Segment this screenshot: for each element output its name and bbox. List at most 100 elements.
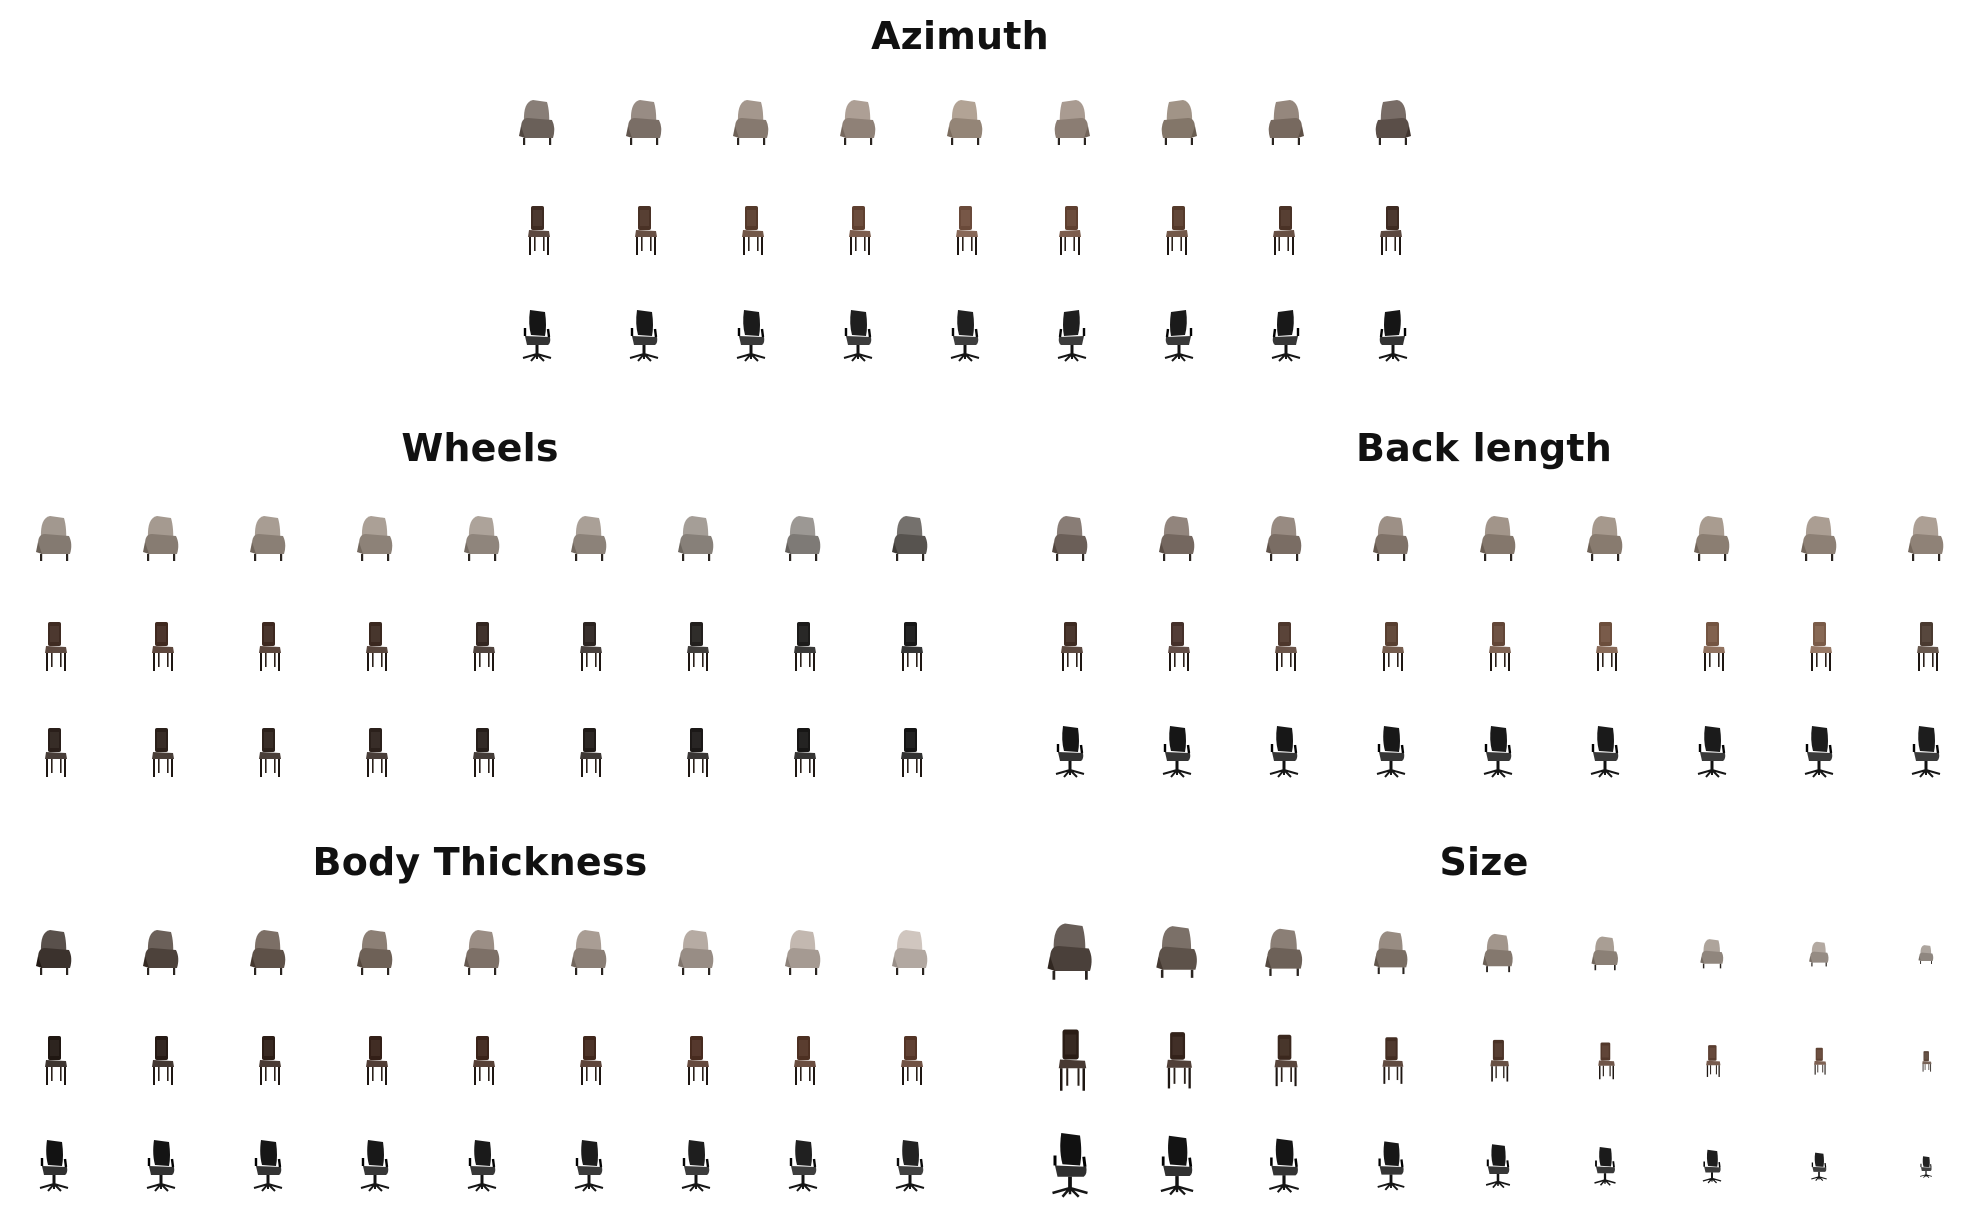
chair-thumbnail [1375, 100, 1411, 145]
chair-thumbnail [1480, 516, 1516, 561]
chair-thumbnail [1373, 931, 1408, 975]
panel-title: Size [1439, 840, 1529, 884]
chair-thumbnail [1810, 622, 1832, 671]
chair-thumbnail [580, 728, 602, 777]
chair-thumbnail [1591, 936, 1618, 971]
chair-thumbnail [849, 206, 871, 255]
chair-thumbnail [794, 728, 816, 777]
chair-thumbnail [1700, 939, 1724, 969]
chair-thumbnail [1055, 726, 1085, 778]
chair-thumbnail [1268, 100, 1304, 145]
chair-thumbnail [1590, 726, 1620, 778]
chair-grid-body-thickness [0, 824, 960, 1214]
chair-thumbnail [678, 930, 714, 975]
chair-thumbnail [250, 516, 286, 561]
chair-thumbnail [45, 728, 67, 777]
chair-thumbnail [1382, 622, 1404, 671]
chair-thumbnail [1052, 516, 1088, 561]
chair-thumbnail [464, 930, 500, 975]
chair-thumbnail [1485, 1144, 1511, 1189]
chair-thumbnail [473, 622, 495, 671]
chair-thumbnail [259, 728, 281, 777]
chair-thumbnail [1382, 1037, 1404, 1084]
chair-thumbnail [1483, 726, 1513, 778]
chair-thumbnail [1917, 622, 1939, 671]
chair-thumbnail [1271, 310, 1301, 362]
chair-thumbnail [947, 100, 983, 145]
chair-grid-size [1004, 824, 1964, 1214]
chair-thumbnail [1380, 206, 1402, 255]
chair-thumbnail [794, 1036, 816, 1085]
chair-thumbnail [1587, 516, 1623, 561]
chair-thumbnail [1373, 516, 1409, 561]
chair-thumbnail [1160, 1135, 1194, 1196]
chair-thumbnail [522, 310, 552, 362]
chair-thumbnail [1269, 1138, 1299, 1193]
chair-thumbnail [895, 1140, 925, 1192]
chair-thumbnail [250, 930, 286, 975]
chair-thumbnail [794, 622, 816, 671]
chair-thumbnail [788, 1140, 818, 1192]
chair-thumbnail [143, 930, 179, 975]
chair-thumbnail [1804, 726, 1834, 778]
chair-thumbnail [366, 728, 388, 777]
chair-thumbnail [736, 310, 766, 362]
chair-thumbnail [1801, 516, 1837, 561]
chair-thumbnail [1703, 622, 1725, 671]
chair-thumbnail [687, 728, 709, 777]
panel-wheels: Wheels [0, 410, 960, 810]
chair-thumbnail [1275, 622, 1297, 671]
chair-thumbnail [742, 206, 764, 255]
panel-body-thickness: Body Thickness [0, 824, 960, 1214]
panel-title: Back length [1355, 426, 1613, 470]
chair-thumbnail [1596, 622, 1618, 671]
chair-thumbnail [1377, 1141, 1405, 1191]
chair-grid-azimuth [480, 0, 1440, 400]
chair-thumbnail [467, 1140, 497, 1192]
chair-thumbnail [635, 206, 657, 255]
chair-thumbnail [528, 206, 550, 255]
chair-thumbnail [1694, 516, 1730, 561]
chair-thumbnail [892, 516, 928, 561]
chair-thumbnail [259, 622, 281, 671]
chair-thumbnail [1482, 933, 1513, 973]
chair-thumbnail [1058, 1029, 1087, 1091]
chair-thumbnail [1166, 206, 1188, 255]
chair-thumbnail [1697, 726, 1727, 778]
chair-thumbnail [901, 728, 923, 777]
chair-thumbnail [1702, 1149, 1722, 1184]
chair-thumbnail [152, 728, 174, 777]
panel-title: Wheels [401, 426, 559, 470]
chair-thumbnail [1598, 1042, 1615, 1080]
chair-thumbnail [1047, 923, 1092, 980]
chair-thumbnail [843, 310, 873, 362]
chair-thumbnail [1814, 1047, 1827, 1075]
chair-thumbnail [1594, 1147, 1616, 1186]
chair-thumbnail [1273, 206, 1295, 255]
chair-thumbnail [1162, 726, 1192, 778]
chair-thumbnail [580, 622, 602, 671]
chair-thumbnail [366, 1036, 388, 1085]
chair-thumbnail [473, 728, 495, 777]
chair-thumbnail [259, 1036, 281, 1085]
chair-thumbnail [45, 622, 67, 671]
chair-thumbnail [1908, 516, 1944, 561]
chair-thumbnail [1059, 206, 1081, 255]
chair-thumbnail [1918, 945, 1934, 964]
chair-thumbnail [1922, 1051, 1932, 1072]
chair-thumbnail [901, 1036, 923, 1085]
chair-thumbnail [785, 930, 821, 975]
chair-thumbnail [1489, 622, 1511, 671]
chair-thumbnail [36, 516, 72, 561]
chair-thumbnail [152, 622, 174, 671]
chair-thumbnail [580, 1036, 602, 1085]
chair-thumbnail [840, 100, 876, 145]
chair-thumbnail [152, 1036, 174, 1085]
chair-thumbnail [1706, 1045, 1721, 1077]
chair-thumbnail [1166, 1032, 1192, 1089]
chair-thumbnail [681, 1140, 711, 1192]
chair-thumbnail [1274, 1034, 1298, 1087]
chair-thumbnail [1265, 928, 1303, 976]
chair-thumbnail [901, 622, 923, 671]
chair-thumbnail [473, 1036, 495, 1085]
